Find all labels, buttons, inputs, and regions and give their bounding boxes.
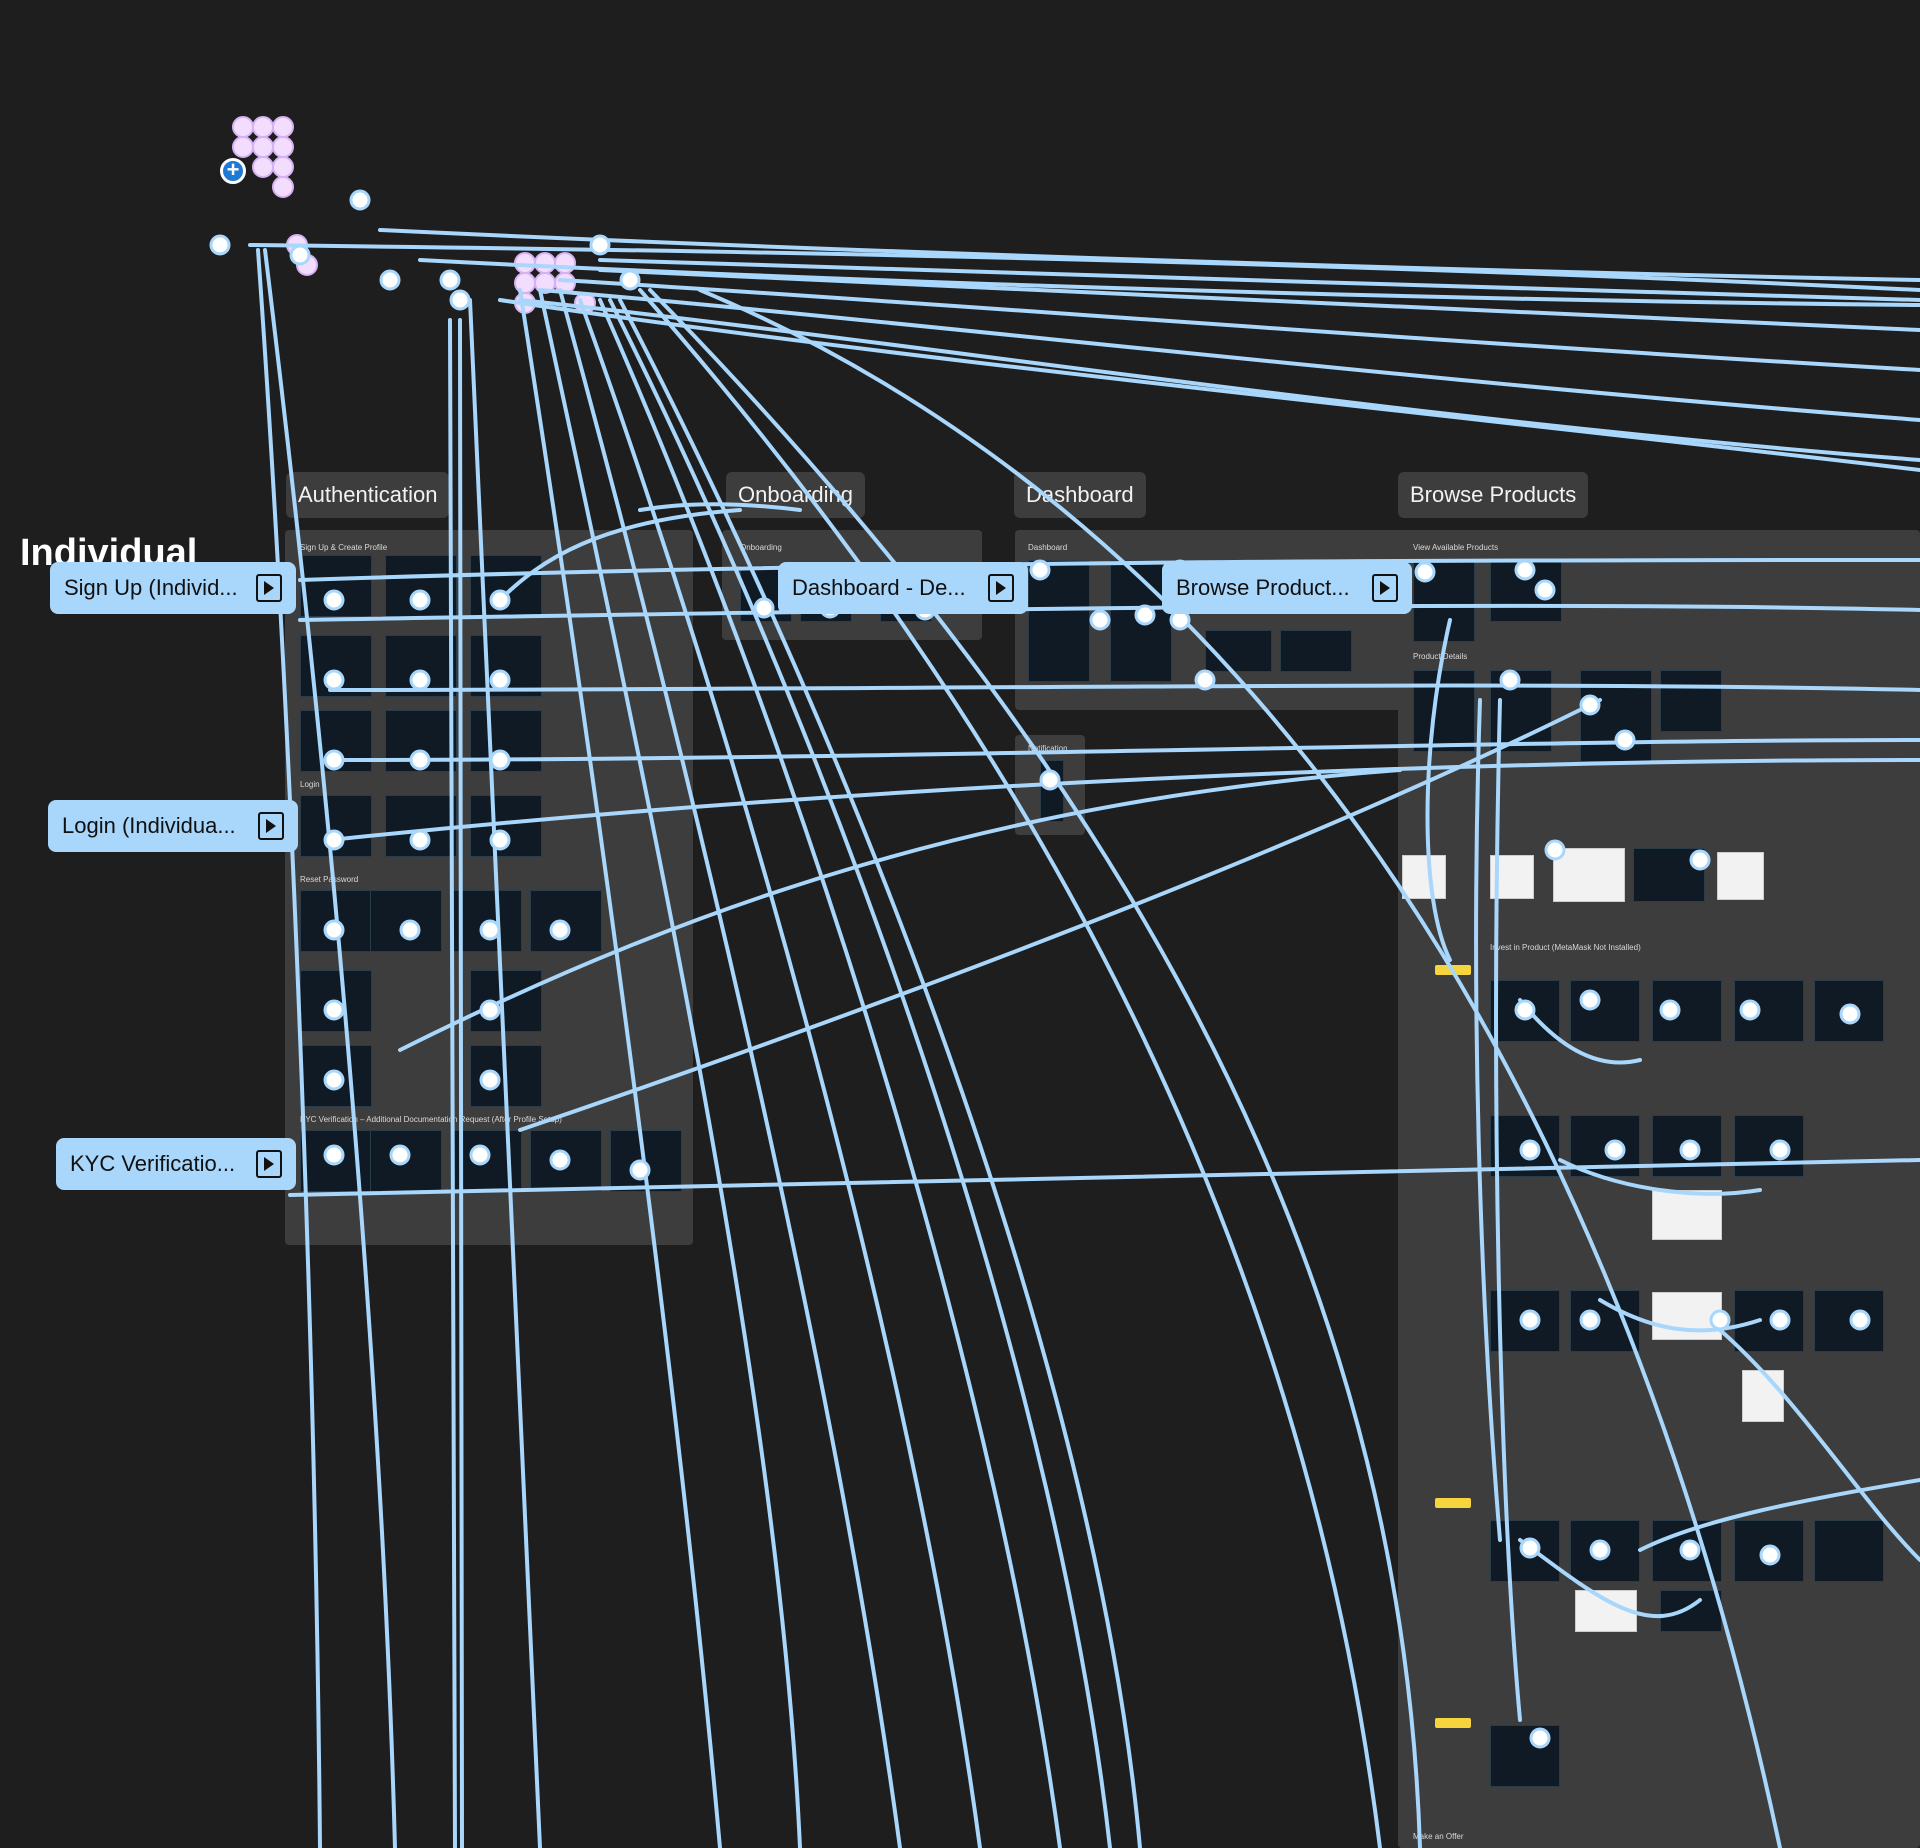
flow-label: Login (Individua... bbox=[62, 813, 236, 838]
flow-start-kyc[interactable]: KYC Verificatio... bbox=[56, 1138, 296, 1190]
frame-thumbnail[interactable] bbox=[1660, 670, 1722, 732]
label-signup: Sign Up & Create Profile bbox=[300, 543, 388, 552]
frame-thumbnail[interactable] bbox=[1652, 1190, 1722, 1240]
label-login: Login bbox=[300, 780, 320, 789]
frame-thumbnail[interactable] bbox=[1402, 855, 1446, 899]
frame-thumbnail[interactable] bbox=[1717, 852, 1764, 900]
frame-thumbnail[interactable] bbox=[1205, 630, 1272, 672]
label-product-details: Product Details bbox=[1413, 652, 1468, 661]
frame-thumbnail[interactable] bbox=[1570, 980, 1640, 1042]
play-flow-icon[interactable] bbox=[256, 574, 282, 602]
plus-circle-icon[interactable]: + bbox=[220, 158, 246, 184]
label-make-offer: Make an Offer bbox=[1413, 1832, 1464, 1841]
frame-thumbnail[interactable] bbox=[1814, 1290, 1884, 1352]
label-dashboard: Dashboard bbox=[1028, 543, 1068, 552]
flow-label: Dashboard - De... bbox=[792, 575, 966, 600]
label-view-products: View Available Products bbox=[1413, 543, 1499, 552]
sticky-note[interactable] bbox=[1435, 1498, 1471, 1508]
frame-thumbnail[interactable] bbox=[470, 970, 542, 1032]
label-notification: Notification bbox=[1028, 744, 1068, 753]
label-invest: Invest in Product (MetaMask Not Installe… bbox=[1490, 943, 1641, 952]
component-icon[interactable] bbox=[272, 176, 294, 198]
play-flow-icon[interactable] bbox=[988, 574, 1014, 602]
frame-thumbnail[interactable] bbox=[1553, 848, 1625, 902]
flow-label: Sign Up (Individ... bbox=[64, 575, 238, 600]
frame-thumbnail[interactable] bbox=[1814, 1520, 1884, 1582]
play-flow-icon[interactable] bbox=[256, 1150, 282, 1178]
flow-start-dashboard[interactable]: Dashboard - De... bbox=[778, 562, 1028, 614]
flow-start-browse[interactable]: Browse Product... bbox=[1162, 562, 1412, 614]
flow-start-login[interactable]: Login (Individua... bbox=[48, 800, 298, 852]
label-reset: Reset Password bbox=[300, 875, 359, 884]
flow-start-signup[interactable]: Sign Up (Individ... bbox=[50, 562, 296, 614]
frame-thumbnail[interactable] bbox=[530, 890, 602, 952]
play-flow-icon[interactable] bbox=[1372, 574, 1398, 602]
flow-label: Browse Product... bbox=[1176, 575, 1350, 600]
frame-thumbnail[interactable] bbox=[1734, 1115, 1804, 1177]
sticky-note[interactable] bbox=[1435, 1718, 1471, 1728]
flow-label: KYC Verificatio... bbox=[70, 1151, 236, 1176]
frame-thumbnail[interactable] bbox=[1734, 1290, 1804, 1352]
section-title-browse-products[interactable]: Browse Products bbox=[1398, 472, 1589, 518]
frame-thumbnail[interactable] bbox=[1660, 1590, 1722, 1632]
label-onboarding: Onboarding bbox=[740, 543, 782, 552]
frame-thumbnail[interactable] bbox=[1280, 630, 1352, 672]
play-flow-icon[interactable] bbox=[258, 812, 284, 840]
label-kyc: KYC Verification – Additional Documentat… bbox=[300, 1115, 562, 1124]
section-title-authentication[interactable]: Authentication bbox=[286, 472, 450, 518]
